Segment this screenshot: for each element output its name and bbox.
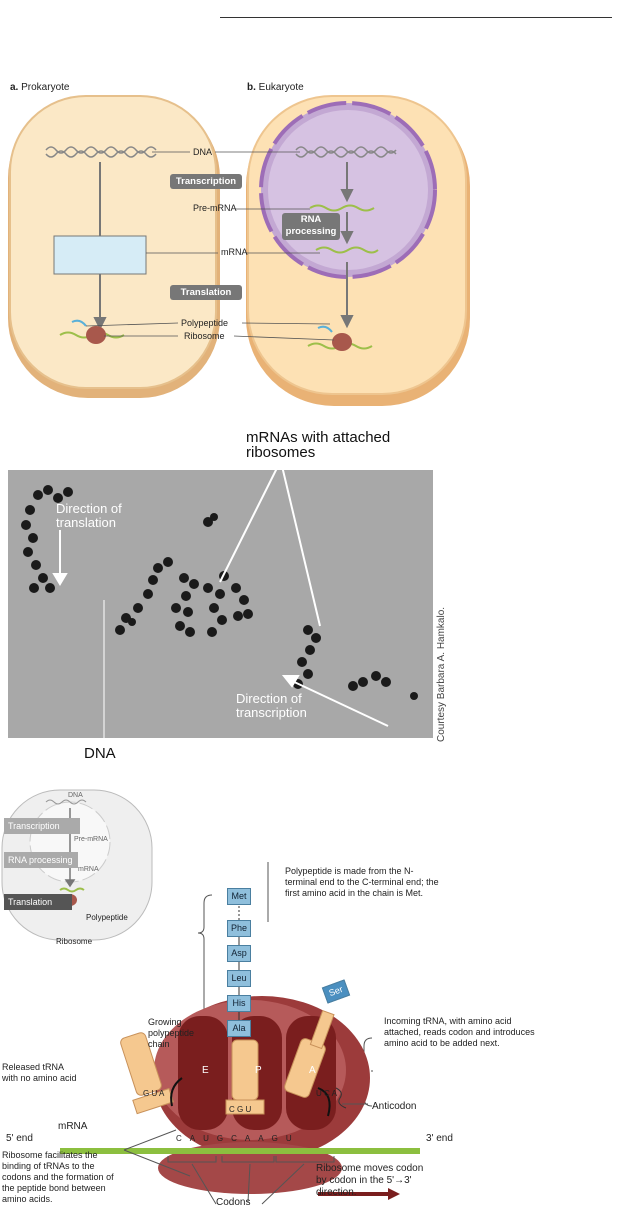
electron-micrograph: Direction of translation Direction of tr… <box>8 470 433 738</box>
inset-pre-mrna-label: Pre-mRNA <box>74 836 108 843</box>
dna-strand-eukaryote <box>295 146 397 158</box>
incoming-trna-note: Incoming tRNA, with amino acid attached,… <box>384 1016 535 1048</box>
mrna-label: mRNA <box>221 247 248 257</box>
pre-mrna-label: Pre-mRNA <box>193 203 237 213</box>
three-prime-end: 3' end <box>426 1133 453 1144</box>
site-e: E <box>202 1065 209 1076</box>
ribosome-facilitates-note: Ribosome facilitates the binding of tRNA… <box>2 1150 114 1204</box>
direction-transcription-label: Direction of transcription <box>236 691 307 720</box>
site-a: A <box>309 1065 316 1076</box>
aa-leu: Leu <box>227 970 251 987</box>
inset-mrna-label: mRNA <box>78 866 99 873</box>
site-p: P <box>255 1065 262 1076</box>
dna-micrograph-label: DNA <box>84 745 116 762</box>
transcription-pill: Transcription <box>170 174 242 189</box>
polypeptide-label: Polypeptide <box>181 318 229 328</box>
inset-rna-processing-tag: RNA processing <box>4 852 78 868</box>
inset-ribosome-label: Ribosome <box>56 937 93 946</box>
anticodon-a: U C A <box>316 1089 337 1098</box>
rna-processing-pill: RNA processing <box>282 213 340 240</box>
anticodon-p: C G U <box>229 1105 252 1114</box>
aa-ala: Ala <box>227 1020 251 1037</box>
inset-polypeptide-label: Polypeptide <box>86 913 128 922</box>
anticodon-e: G U A <box>143 1089 165 1098</box>
dna-label: DNA <box>193 147 213 157</box>
inset-translation-tag: Translation <box>4 894 72 910</box>
cells-diagram <box>8 95 470 406</box>
inset-dna-label: DNA <box>68 792 83 799</box>
direction-translation-label: Direction of translation <box>56 501 122 530</box>
ribosome-label: Ribosome <box>184 331 225 341</box>
mrna-bases: CAUGCAAGU <box>176 1134 300 1143</box>
polypeptide-note: Polypeptide is made from the N-terminal … <box>285 866 439 898</box>
inset-transcription-tag: Transcription <box>4 818 80 834</box>
panel-b-label: b. Eukaryote <box>247 82 304 93</box>
mrnas-with-ribosomes-label: mRNAs with attached ribosomes <box>246 429 391 461</box>
micrograph-marks <box>21 470 418 738</box>
aa-asp: Asp <box>227 945 251 962</box>
panel-a-label: a. Prokaryote <box>10 82 70 93</box>
ribosome-moves-note: Ribosome moves codon by codon in the 5'→… <box>316 1163 424 1198</box>
five-prime-end: 5' end <box>6 1133 33 1144</box>
codons-label: Codons <box>216 1197 251 1208</box>
aa-his: His <box>227 995 251 1012</box>
top-rule <box>220 17 612 18</box>
anticodon-label: Anticodon <box>372 1101 417 1112</box>
mrna-label-main: mRNA <box>58 1121 88 1132</box>
growing-chain-label: Growing polypeptide chain <box>148 1017 195 1049</box>
aa-phe: Phe <box>227 920 251 937</box>
translation-pill: Translation <box>170 285 242 300</box>
dna-strand-prokaryote <box>45 146 157 158</box>
released-trna-label: Released tRNA with no amino acid <box>2 1062 77 1083</box>
aa-met: Met <box>227 888 251 905</box>
photo-credit: Courtesy Barbara A. Hamkalo. <box>436 606 447 742</box>
ribosome-diagram <box>60 862 420 1205</box>
